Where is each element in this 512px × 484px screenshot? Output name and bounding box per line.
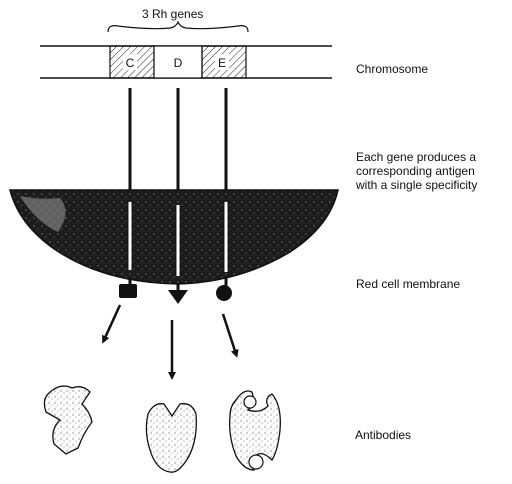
- antibody-d: [146, 404, 196, 473]
- gene-label-c: C: [126, 56, 135, 70]
- title-label: 3 Rh genes: [142, 7, 203, 21]
- arrows: [104, 305, 236, 376]
- gene-brace: [108, 22, 248, 32]
- antibody-c: [44, 386, 92, 454]
- chromosome-label: Chromosome: [356, 62, 428, 76]
- gene-product-label: Each gene produces a corresponding antig…: [356, 150, 477, 192]
- gene-product-label-line1: Each gene produces a: [356, 150, 477, 164]
- gene-label-e: E: [218, 56, 226, 70]
- gene-product-label-line2: corresponding antigen: [356, 164, 477, 178]
- antibodies-label: Antibodies: [355, 428, 411, 442]
- antigen-d: [168, 290, 188, 304]
- chromosome: C D E: [40, 46, 332, 78]
- gene-product-label-line3: with a single specificity: [356, 178, 477, 192]
- antigen-e: [216, 285, 232, 301]
- antigen-c: [119, 284, 137, 298]
- membrane-label: Red cell membrane: [356, 277, 460, 291]
- gene-label-d: D: [174, 56, 183, 70]
